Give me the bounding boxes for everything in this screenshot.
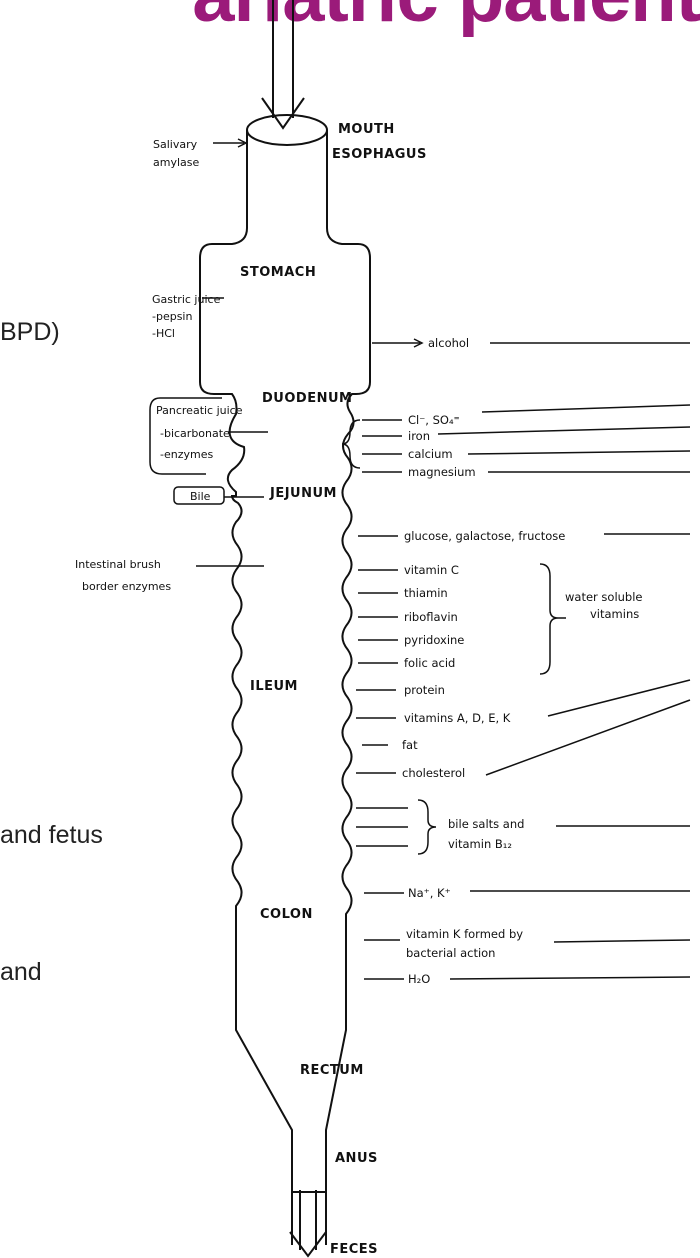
svg-text:Pancreatic juice: Pancreatic juice xyxy=(156,404,243,417)
ingestion-arrow xyxy=(262,0,304,128)
input-gastric-juice: Gastric juice -pepsin -HCl xyxy=(152,293,224,340)
svg-text:H₂O: H₂O xyxy=(408,972,430,986)
label-anus: ANUS xyxy=(335,1151,378,1166)
absorb-chloride-sulfate: Cl⁻, SO₄⁼ xyxy=(362,405,690,427)
svg-text:Cl⁻, SO₄⁼: Cl⁻, SO₄⁼ xyxy=(408,413,460,427)
svg-text:vitamins A, D, E, K: vitamins A, D, E, K xyxy=(404,711,511,725)
input-brush-border-enzymes: Intestinal brush border enzymes xyxy=(75,558,264,593)
label-rectum: RECTUM xyxy=(300,1063,364,1078)
absorb-vitamin-c: vitamin C xyxy=(358,563,459,577)
absorb-magnesium: magnesium xyxy=(362,465,690,479)
absorb-sodium-potassium: Na⁺, K⁺ xyxy=(364,886,690,900)
svg-text:Gastric juice: Gastric juice xyxy=(152,293,221,306)
mouth-opening xyxy=(247,115,327,145)
feces-arrow xyxy=(290,1190,326,1256)
label-esophagus: ESOPHAGUS xyxy=(332,147,427,162)
label-ileum: ILEUM xyxy=(250,679,298,694)
absorb-water: H₂O xyxy=(364,972,690,986)
svg-text:-enzymes: -enzymes xyxy=(160,448,213,461)
svg-text:vitamin B₁₂: vitamin B₁₂ xyxy=(448,837,512,851)
absorb-protein: protein xyxy=(356,683,445,697)
svg-text:magnesium: magnesium xyxy=(408,465,476,479)
svg-text:Na⁺, K⁺: Na⁺, K⁺ xyxy=(408,886,451,900)
svg-text:pyridoxine: pyridoxine xyxy=(404,633,464,647)
svg-text:fat: fat xyxy=(402,738,418,752)
svg-text:riboflavin: riboflavin xyxy=(404,610,458,624)
svg-text:Intestinal brush: Intestinal brush xyxy=(75,558,161,571)
svg-text:-bicarbonate: -bicarbonate xyxy=(160,427,230,440)
svg-text:water soluble: water soluble xyxy=(565,590,643,604)
absorb-pyridoxine: pyridoxine xyxy=(358,633,464,647)
input-salivary-amylase: Salivary amylase xyxy=(153,138,246,169)
absorb-bile-salts-b12: bile salts and vitamin B₁₂ xyxy=(356,800,690,854)
absorb-riboflavin: riboflavin xyxy=(358,610,458,624)
input-bile: Bile xyxy=(174,487,264,504)
label-feces: FECES xyxy=(330,1242,378,1257)
absorb-vitamin-k: vitamin K formed by bacterial action xyxy=(364,927,690,960)
absorb-fat: fat xyxy=(362,738,418,752)
svg-text:vitamin K formed by: vitamin K formed by xyxy=(406,927,523,941)
label-jejunum: JEJUNUM xyxy=(269,486,337,501)
svg-text:Bile: Bile xyxy=(190,490,211,503)
svg-text:Salivary: Salivary xyxy=(153,138,198,151)
svg-text:thiamin: thiamin xyxy=(404,586,448,600)
svg-text:-HCl: -HCl xyxy=(152,327,175,340)
svg-text:cholesterol: cholesterol xyxy=(402,766,465,780)
svg-text:calcium: calcium xyxy=(408,447,453,461)
svg-text:iron: iron xyxy=(408,429,430,443)
label-duodenum: DUODENUM xyxy=(262,391,352,406)
svg-text:-pepsin: -pepsin xyxy=(152,310,192,323)
svg-text:alcohol: alcohol xyxy=(428,336,469,350)
label-stomach: STOMACH xyxy=(240,265,316,280)
svg-text:folic acid: folic acid xyxy=(404,656,455,670)
absorb-folic-acid: folic acid xyxy=(358,656,455,670)
svg-text:vitamin C: vitamin C xyxy=(404,563,459,577)
svg-text:protein: protein xyxy=(404,683,445,697)
absorb-sugars: glucose, galactose, fructose xyxy=(358,529,690,543)
svg-text:glucose, galactose, fructose: glucose, galactose, fructose xyxy=(404,529,565,543)
svg-text:amylase: amylase xyxy=(153,156,199,169)
svg-text:border enzymes: border enzymes xyxy=(82,580,171,593)
duodenum-brace xyxy=(342,420,360,468)
svg-text:bacterial action: bacterial action xyxy=(406,946,495,960)
absorb-iron: iron xyxy=(362,427,690,443)
label-mouth: MOUTH xyxy=(338,122,395,137)
water-soluble-vitamins-group: water soluble vitamins xyxy=(540,564,643,674)
input-pancreatic-juice: Pancreatic juice -bicarbonate -enzymes xyxy=(150,398,268,474)
svg-text:bile salts and: bile salts and xyxy=(448,817,524,831)
absorb-calcium: calcium xyxy=(362,447,690,461)
absorb-alcohol: alcohol xyxy=(372,336,690,350)
absorb-thiamin: thiamin xyxy=(358,586,448,600)
label-colon: COLON xyxy=(260,907,313,922)
svg-text:vitamins: vitamins xyxy=(590,607,639,621)
